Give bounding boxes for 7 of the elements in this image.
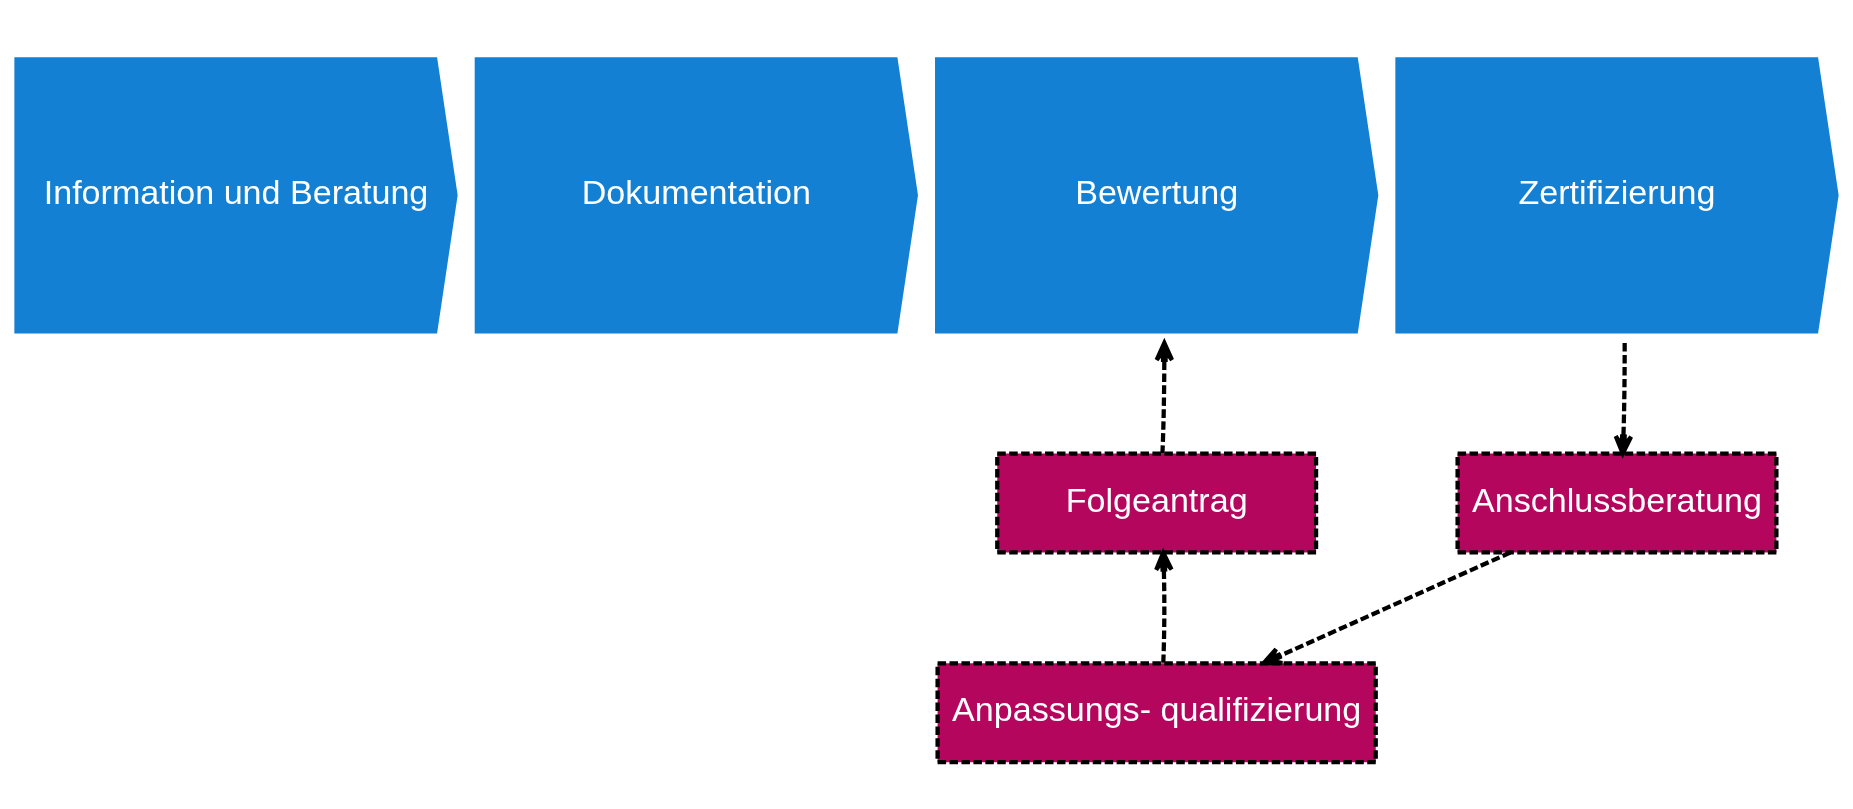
arrow [1154, 340, 1175, 454]
arrow [1261, 550, 1512, 665]
node-box: Anpassungs- qualifizierung [935, 660, 1378, 764]
arrow [1154, 549, 1174, 663]
node-box: Anschlussberatung [1455, 450, 1779, 555]
arrow [1613, 342, 1634, 456]
node-box: Folgeantrag [995, 450, 1319, 555]
